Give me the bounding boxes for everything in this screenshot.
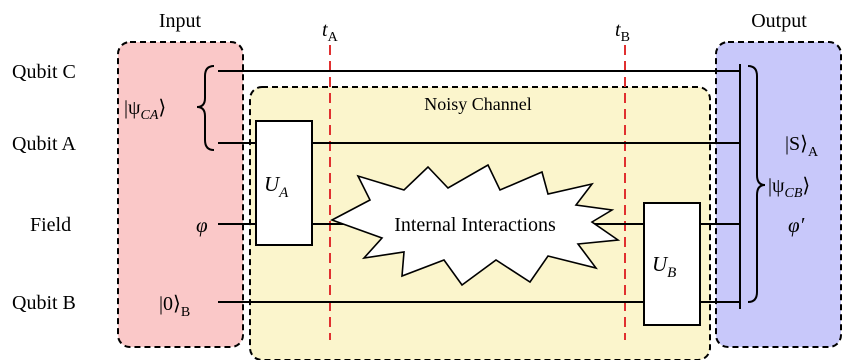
wire-label-qubit-b: Qubit B (12, 292, 76, 314)
internal-interactions-label: Internal Interactions (394, 214, 556, 236)
qubit-a-output-state: |S⟩A (785, 133, 819, 160)
input-entangled-state: |ψCA⟩ (124, 97, 166, 123)
wire-label-qubit-c: Qubit C (12, 61, 76, 83)
output-entangled-state: |ψCB⟩ (768, 175, 810, 201)
wire-label-field: Field (30, 214, 71, 236)
input-region (117, 41, 244, 348)
gate-ub-label: UB (652, 252, 676, 281)
time-marker-b-label: tB (615, 19, 630, 45)
output-region (715, 41, 842, 348)
noisy-channel-title: Noisy Channel (424, 94, 532, 114)
gate-ub (643, 202, 701, 326)
field-output-state: φ′ (788, 213, 805, 237)
output-entangled-brace (747, 65, 766, 303)
field-input-state: φ (196, 213, 208, 237)
input-title: Input (159, 10, 202, 32)
internal-interactions-burst (330, 163, 621, 287)
time-marker-a-label: tA (322, 19, 339, 45)
output-title: Output (751, 10, 807, 32)
gate-ua-label: UA (264, 172, 289, 201)
wire-label-qubit-a: Qubit A (12, 133, 76, 155)
gate-ua (255, 120, 313, 246)
input-entangled-brace (196, 65, 215, 151)
qubit-b-input-state: |0⟩B (159, 293, 190, 320)
